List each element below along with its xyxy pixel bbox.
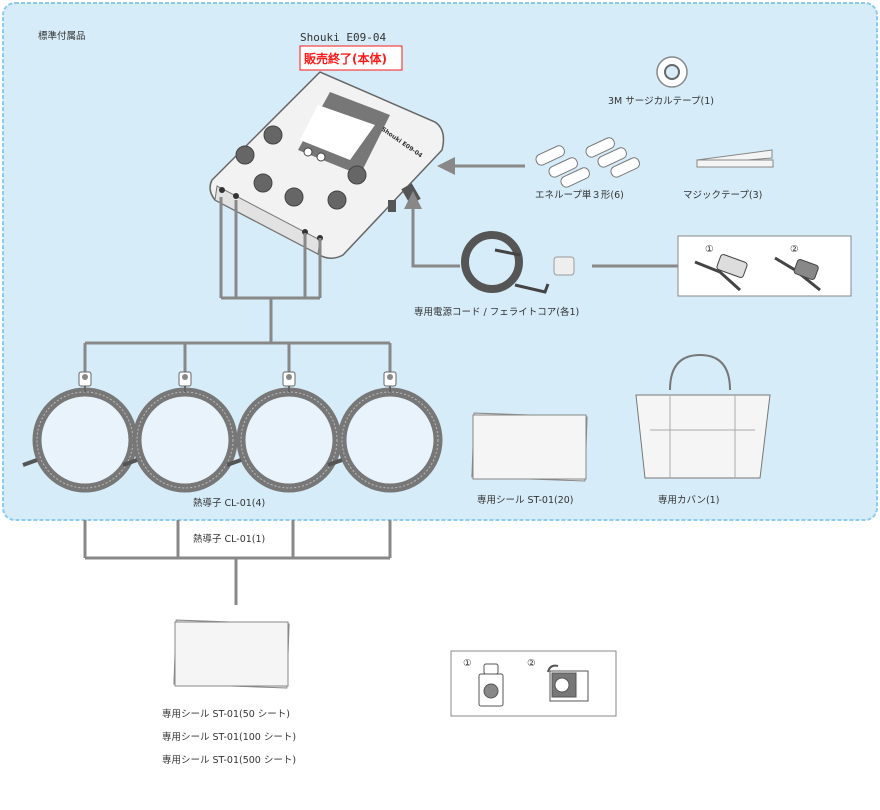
option-seal-pack-500: 専用シール ST-01(500 シート) [162, 754, 296, 766]
device-illustration: Shouki E09-04 [209, 71, 445, 259]
power-cord-label: 専用電源コード / フェライトコア(各1) [414, 306, 579, 318]
surgical-tape-icon [656, 56, 688, 88]
option-seal-sheet-icon [173, 619, 290, 689]
ferrite-core-icon [553, 256, 575, 276]
probe-connector-lines [83, 197, 392, 385]
velcro-icon [696, 149, 774, 168]
option-connector-lines [83, 520, 392, 605]
seal-step-2: ② [527, 658, 536, 669]
discontinued-badge [299, 45, 403, 71]
option-seal-pack-100: 専用シール ST-01(100 シート) [162, 731, 296, 743]
seal-step-1: ① [463, 658, 472, 669]
power-cord-icon [461, 231, 550, 294]
option-seal-pack-50: 専用シール ST-01(50 シート) [162, 708, 290, 720]
bag-icon [635, 353, 771, 479]
ferrite-step-2: ② [790, 244, 799, 255]
seal-step-illustration [478, 663, 589, 707]
batteries-label: エネループ単３形(6) [535, 189, 624, 201]
ferrite-step-1: ① [705, 244, 714, 255]
arrow-power-to-device [404, 191, 460, 268]
seals-label: 専用シール ST-01(20) [477, 494, 574, 506]
section-title: 標準付属品 [38, 30, 86, 42]
discontinued-text: 販売終了(本体) [304, 51, 387, 66]
surgical-tape-label: 3M サージカルテープ(1) [608, 96, 714, 107]
device-model: Shouki E09-04 [300, 31, 386, 44]
seal-sheet-icon [471, 412, 588, 482]
standard-accessories-panel [2, 2, 878, 521]
velcro-label: マジックテープ(3) [683, 190, 762, 201]
option-probe-label: 熱導子 CL-01(1) [193, 533, 265, 545]
battery-icon [535, 137, 640, 188]
thermal-probes-label: 熱導子 CL-01(4) [193, 497, 265, 509]
bag-label: 専用カバン(1) [658, 494, 719, 506]
ferrite-clip-illustration [694, 254, 821, 292]
